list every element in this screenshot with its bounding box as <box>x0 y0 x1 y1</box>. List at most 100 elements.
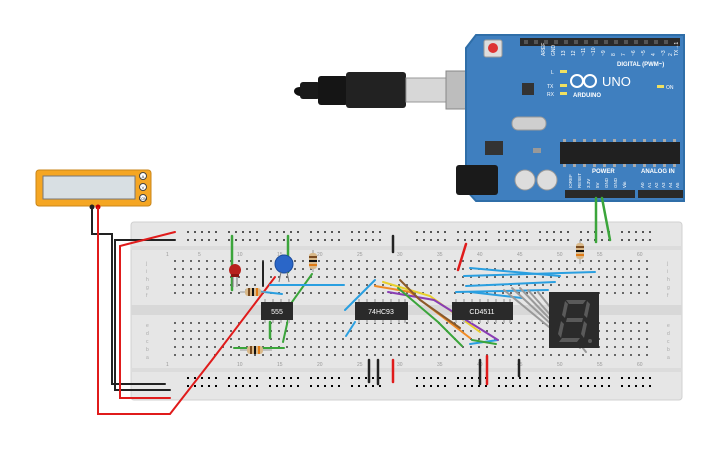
blue-wire[interactable] <box>465 281 556 287</box>
analog-header[interactable] <box>638 190 683 198</box>
column-number: 20 <box>317 362 323 368</box>
chip-label: CD4511 <box>469 309 494 316</box>
resistor[interactable] <box>240 346 272 354</box>
multimeter-terminals[interactable]: A V COM <box>139 172 147 202</box>
power-pin-labels: IOREF RESET 3.3V 5V GND GND Vin A0 A1 A2… <box>568 173 680 188</box>
pin-label: ~6 <box>631 50 637 56</box>
column-number: 55 <box>597 252 603 258</box>
row-letter: i <box>146 269 147 275</box>
red-wire[interactable] <box>456 242 468 272</box>
column-number: 30 <box>397 362 403 368</box>
pin-label: 7 <box>621 53 627 56</box>
row-letter: c <box>146 339 149 345</box>
analog-label: ANALOG IN <box>641 169 675 175</box>
column-number: 50 <box>557 252 563 258</box>
power-jack[interactable] <box>456 165 498 195</box>
green-wire[interactable] <box>471 339 497 345</box>
red-rail-wire[interactable] <box>119 231 176 399</box>
arduino-logo: ARDUINO UNO <box>570 74 631 99</box>
green-wire[interactable] <box>600 196 612 242</box>
row-letter: c <box>667 339 670 345</box>
column-number: 40 <box>477 252 483 258</box>
row-letter: g <box>146 285 149 291</box>
gnd-label: GND <box>551 45 557 57</box>
resistor[interactable] <box>576 240 584 264</box>
pin-label: ~9 <box>601 50 607 56</box>
brown-wire[interactable] <box>399 279 461 329</box>
column-number: 60 <box>637 362 643 368</box>
pin-label: 4 <box>651 53 657 56</box>
blue-wire[interactable] <box>463 271 596 277</box>
pin-label: A4 <box>668 182 673 188</box>
blue-wire[interactable] <box>345 321 356 337</box>
pin-label: ~11 <box>581 48 587 56</box>
arduino-uno-board[interactable]: AREF GND 13 12 ~11 ~10 ~9 8 7 ~6 ~5 4 ~3… <box>456 34 685 202</box>
column-numbers-top: 1 5 10 15 20 25 30 35 40 45 50 55 60 <box>166 252 643 258</box>
purple-wire[interactable] <box>387 291 499 341</box>
column-number: 45 <box>517 252 523 258</box>
pin-label: 3.3V <box>586 179 591 188</box>
chip-label: 74HC93 <box>368 309 394 316</box>
digital-header[interactable] <box>520 38 680 46</box>
column-number: 15 <box>277 362 283 368</box>
multimeter[interactable]: A V COM <box>35 169 152 210</box>
onboard-leds: L TX RX ON <box>547 70 674 98</box>
display-digit: 8 <box>0 0 1 1</box>
power-header[interactable] <box>565 190 635 198</box>
column-number: 10 <box>237 252 243 258</box>
pin-label: ~10 <box>591 47 597 56</box>
usb-cable[interactable] <box>294 70 481 110</box>
row-letter: e <box>667 323 670 329</box>
green-wire[interactable] <box>397 287 463 347</box>
pin-label: A5 <box>675 182 680 188</box>
digital-pin-labels: AREF GND 13 12 ~11 ~10 ~9 8 7 ~6 ~5 4 ~3… <box>541 42 680 56</box>
pin-label: ~5 <box>641 50 647 56</box>
column-number: 10 <box>237 362 243 368</box>
capacitor <box>536 169 558 191</box>
row-letter: h <box>146 277 149 283</box>
blue-wire[interactable] <box>469 267 561 277</box>
column-number: 1 <box>166 252 169 258</box>
pin-label: A0 <box>640 182 645 188</box>
led-l-label: L <box>551 70 554 76</box>
resistor[interactable] <box>309 250 317 272</box>
red-probe-wire[interactable] <box>97 207 276 415</box>
red-led[interactable] <box>229 264 241 287</box>
on-label: ON <box>666 85 674 91</box>
row-letter: d <box>146 331 149 337</box>
blue-capacitor[interactable] <box>274 254 294 283</box>
row-letter: b <box>146 347 149 353</box>
pin-label: Vin <box>622 181 627 188</box>
orange-wire[interactable] <box>374 285 471 339</box>
led-tx-label: TX <box>547 84 554 90</box>
resistor[interactable] <box>240 288 266 296</box>
column-number: 35 <box>437 362 443 368</box>
led-rx-label: RX <box>547 92 555 98</box>
column-number: 25 <box>357 362 363 368</box>
brand-label: ARDUINO <box>573 93 601 99</box>
pin-label: 2 <box>668 53 674 56</box>
row-letter: d <box>667 331 670 337</box>
column-number: 60 <box>637 252 643 258</box>
blue-wire[interactable] <box>344 279 376 311</box>
column-number: 15 <box>277 252 283 258</box>
black-probe-wire[interactable] <box>91 207 166 385</box>
pin-label: 12 <box>571 50 577 56</box>
chip-555-timer[interactable]: 555 <box>261 299 293 323</box>
pin-label: A3 <box>661 182 666 188</box>
capacitor <box>514 169 536 191</box>
row-letters-right: j i h g f e d c b a <box>666 261 670 361</box>
row-letter: b <box>667 347 670 353</box>
column-number: 50 <box>557 362 563 368</box>
atmega-chip <box>560 142 680 164</box>
chip-cd4511-decoder[interactable]: CD4511 <box>452 299 513 323</box>
row-letters-left: j i h g f e d c b a <box>145 261 149 361</box>
terminal-label: A <box>142 174 145 179</box>
chip-74hc93-counter[interactable]: 74HC93 <box>355 299 408 323</box>
seven-segment-display[interactable]: 8 <box>0 0 599 348</box>
pin-label: RESET <box>577 173 582 188</box>
digit-segments <box>558 300 592 343</box>
column-number: 20 <box>317 252 323 258</box>
row-letter: j <box>145 261 147 267</box>
